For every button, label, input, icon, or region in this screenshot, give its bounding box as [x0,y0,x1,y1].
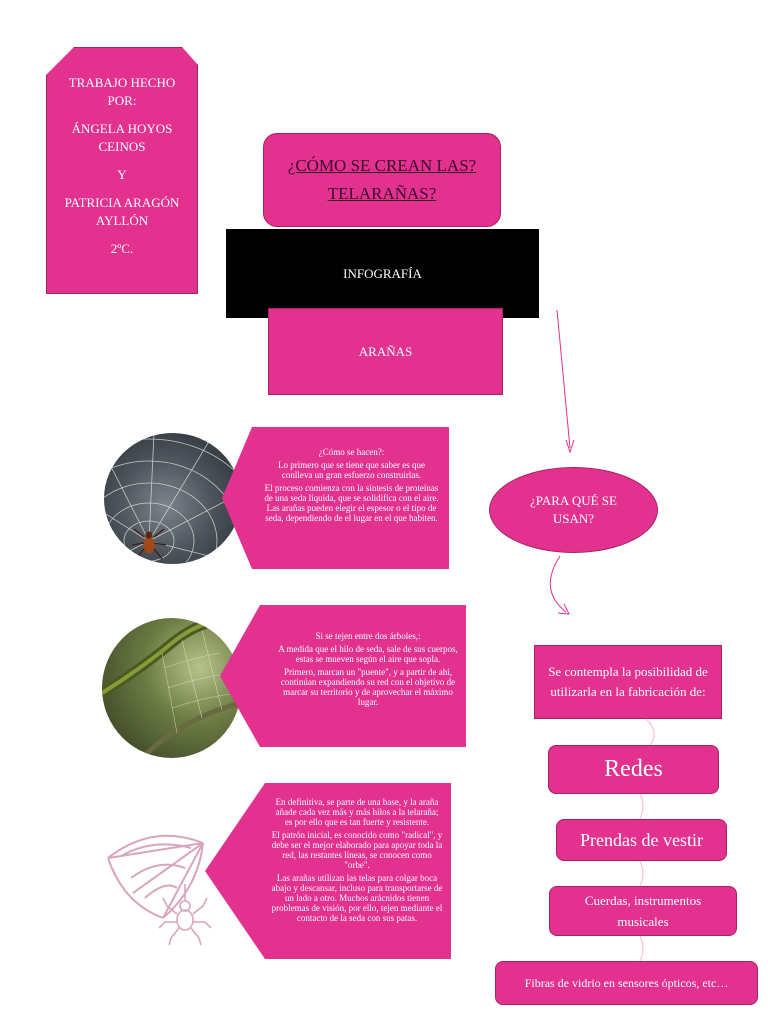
credits-box: TRABAJO HECHO POR: ÁNGELA HOYOS CEINOS Y… [46,47,198,294]
connector-line [639,935,644,962]
infografia-label: INFOGRAFÍA [343,265,422,281]
use-label: Redes [604,756,663,782]
arrowhead-icon [557,603,570,615]
use-item-fibras: Fibras de vidrio en sensores ópticos, et… [495,961,758,1005]
spider-outline-icon [158,884,212,946]
uses-question: ¿PARA QUÉ SE USAN? [530,493,617,526]
panel-text: El patrón inicial, es conocido como "rad… [271,830,443,870]
panel-heading: ¿Cómo se hacen?: [318,447,385,457]
page-title: ¿CÓMO SE CREAN LAS? TELARAÑAS? [263,133,501,227]
arrowhead-icon [565,439,575,454]
spider-web-photo [104,433,241,564]
credits-line: Y [117,167,127,182]
uses-intro: Se contempla la posibilidad de utilizarl… [548,664,708,699]
title-line-1: ¿CÓMO SE CREAN LAS? [287,156,477,175]
use-item-cuerdas: Cuerdas, instrumentos musicales [549,886,737,936]
use-item-prendas: Prendas de vestir [556,819,727,861]
credits-line: 2ºC. [110,241,134,256]
spider-icon [131,528,167,560]
uses-question-oval: ¿PARA QUÉ SE USAN? [489,467,658,553]
aranas-label: ARAÑAS [358,343,413,359]
info-panel-between-trees: Si se tejen entre dos árboles,: A medida… [220,605,466,747]
panel-text: Lo primero que se tiene que saber es que… [278,460,425,480]
panel-heading: Si se tejen entre dos árboles,: [315,631,421,641]
use-label: Prendas de vestir [580,829,703,850]
use-label: Fibras de vidrio en sensores ópticos, et… [524,975,729,990]
use-item-redes: Redes [548,745,719,794]
connector-line [639,793,644,820]
panel-text: El proceso comienza con la síntesis de p… [264,483,439,523]
branch-web-photo [102,618,241,758]
info-panel-how-made: ¿Cómo se hacen?: Lo primero que se tiene… [222,427,449,569]
arrow-to-question [556,309,571,449]
title-line-2: TELARAÑAS? [327,184,437,203]
arrow-to-uses [549,555,567,613]
credits-line: ÁNGELA HOYOS CEINOS [71,121,173,154]
connector-line [639,860,644,887]
panel-text: En definitiva, se parte de una base, y l… [275,797,439,827]
aranas-box: ARAÑAS [268,308,503,395]
credits-line: PATRICIA ARAGÓN AYLLÓN [64,195,180,228]
panel-text: A medida que el hilo de seda, sale de su… [278,644,458,664]
spider-web-icon [103,818,215,946]
use-label: Cuerdas, instrumentos musicales [584,893,702,929]
infografia-banner: INFOGRAFÍA [226,229,539,318]
uses-intro-box: Se contempla la posibilidad de utilizarl… [534,645,722,719]
connector-line [645,718,655,746]
panel-text: Las arañas utilizan las telas para colga… [271,873,443,923]
info-panel-conclusion: En definitiva, se parte de una base, y l… [205,783,451,959]
credits-line: TRABAJO HECHO POR: [68,75,176,108]
panel-text: Primero, marcan un "puente", y a partir … [280,667,456,707]
